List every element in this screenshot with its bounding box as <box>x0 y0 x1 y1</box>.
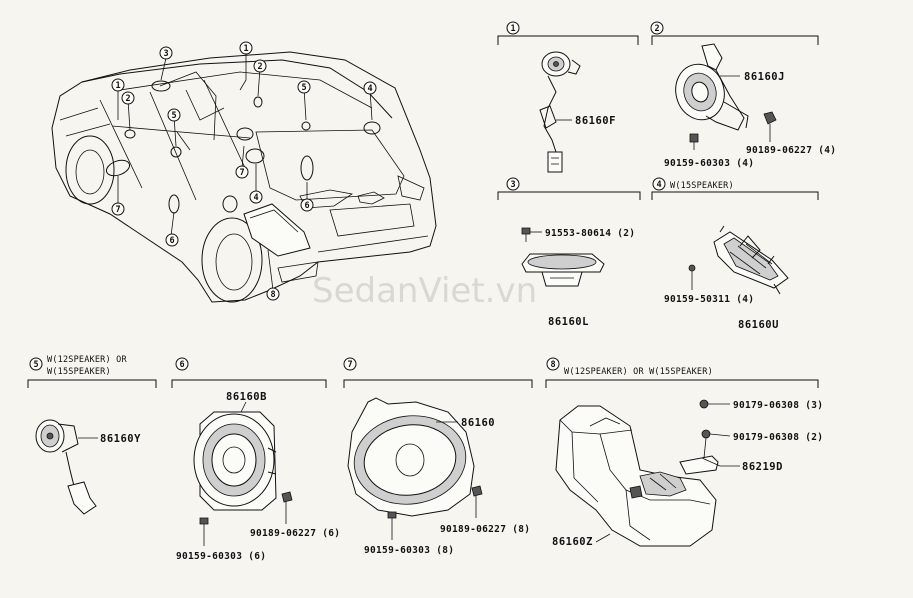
svg-text:6: 6 <box>169 236 174 246</box>
svg-text:8: 8 <box>270 290 275 300</box>
section-2: 2 86160J 90159-60303 (4) 90189-06227 (4) <box>650 21 836 169</box>
svg-text:1: 1 <box>115 81 120 91</box>
car-callout-1b: 1 <box>239 41 253 55</box>
part-90189-06227-6: 90189-06227 (6) <box>250 528 340 539</box>
car-callout-4b: 4 <box>249 190 263 204</box>
section-4-header: W(15SPEAKER) <box>670 181 734 191</box>
part-86160U: 86160U <box>738 319 779 331</box>
svg-text:4: 4 <box>253 193 258 203</box>
part-90159-60303-8: 90159-60303 (8) <box>364 545 454 556</box>
car-callout-4a: 4 <box>363 81 377 95</box>
watermark: SedanViet.vn <box>312 271 537 311</box>
svg-text:5: 5 <box>33 360 38 370</box>
part-90189-06227-8: 90189-06227 (8) <box>440 524 530 535</box>
svg-text:2: 2 <box>125 94 130 104</box>
car-callout-7a: 7 <box>111 202 125 216</box>
svg-text:2: 2 <box>257 62 262 72</box>
svg-text:5: 5 <box>171 111 176 121</box>
car-callout-5b: 5 <box>167 108 181 122</box>
svg-text:7: 7 <box>347 360 352 370</box>
section-6: 6 86160B 90189-06227 (6) 90159-60303 (6) <box>171 357 340 562</box>
section-5: 5 W(12SPEAKER) OR W(15SPEAKER) 86160Y <box>27 355 157 515</box>
svg-text:6: 6 <box>304 201 309 211</box>
section-7: 7 86160 90189-06227 (8) 90159-60303 (8) <box>343 357 533 556</box>
svg-text:3: 3 <box>163 49 168 59</box>
part-86160Z: 86160Z <box>552 536 593 548</box>
part-86160: 86160 <box>461 417 495 429</box>
svg-text:2: 2 <box>654 24 659 34</box>
part-90159-60303-6: 90159-60303 (6) <box>176 551 266 562</box>
svg-text:4: 4 <box>656 180 661 190</box>
vehicle-overview: 1 2 3 1 2 5 4 5 6 7 7 4 6 8 <box>51 41 437 303</box>
section-1: 1 86160F <box>497 21 639 173</box>
section-5-header-1: W(12SPEAKER) OR <box>47 355 127 365</box>
section-4: 4 W(15SPEAKER) 86160U 90159-50311 (4) <box>651 177 819 331</box>
car-callout-5a: 5 <box>297 80 311 94</box>
car-callout-6a: 6 <box>165 233 179 247</box>
svg-text:1: 1 <box>243 44 248 54</box>
part-86160B: 86160B <box>226 391 267 403</box>
part-86160L: 86160L <box>548 316 589 328</box>
section-3: 3 91553-80614 (2) 86160L <box>497 177 641 328</box>
car-callout-2b: 2 <box>253 59 267 73</box>
part-86160J: 86160J <box>744 71 785 83</box>
section-5-header-2: W(15SPEAKER) <box>47 367 111 377</box>
car-callout-1a: 1 <box>111 78 125 92</box>
car-callout-7b: 7 <box>235 165 249 179</box>
part-86160F: 86160F <box>575 115 616 127</box>
svg-text:8: 8 <box>550 360 555 370</box>
part-90159-60303-4: 90159-60303 (4) <box>664 158 754 169</box>
part-86219D: 86219D <box>742 461 783 473</box>
part-86160Y: 86160Y <box>100 433 141 445</box>
svg-text:7: 7 <box>239 168 244 178</box>
section-8-header: W(12SPEAKER) OR W(15SPEAKER) <box>564 367 713 377</box>
svg-text:6: 6 <box>179 360 184 370</box>
car-callout-2a: 2 <box>121 91 135 105</box>
svg-text:1: 1 <box>510 24 515 34</box>
part-90179-06308-2: 90179-06308 (2) <box>733 432 823 443</box>
svg-text:4: 4 <box>367 84 372 94</box>
svg-text:5: 5 <box>301 83 306 93</box>
section-8: 8 W(12SPEAKER) OR W(15SPEAKER) 86219D 90… <box>545 357 823 548</box>
car-callout-6b: 6 <box>300 198 314 212</box>
car-callout-8: 8 <box>266 287 280 301</box>
car-callout-3: 3 <box>159 46 173 60</box>
part-90179-06308-3: 90179-06308 (3) <box>733 400 823 411</box>
svg-text:3: 3 <box>510 180 515 190</box>
part-90189-06227-4: 90189-06227 (4) <box>746 145 836 156</box>
part-90159-50311-4: 90159-50311 (4) <box>664 294 754 305</box>
svg-text:7: 7 <box>115 205 120 215</box>
part-91553-80614-2: 91553-80614 (2) <box>545 228 635 239</box>
